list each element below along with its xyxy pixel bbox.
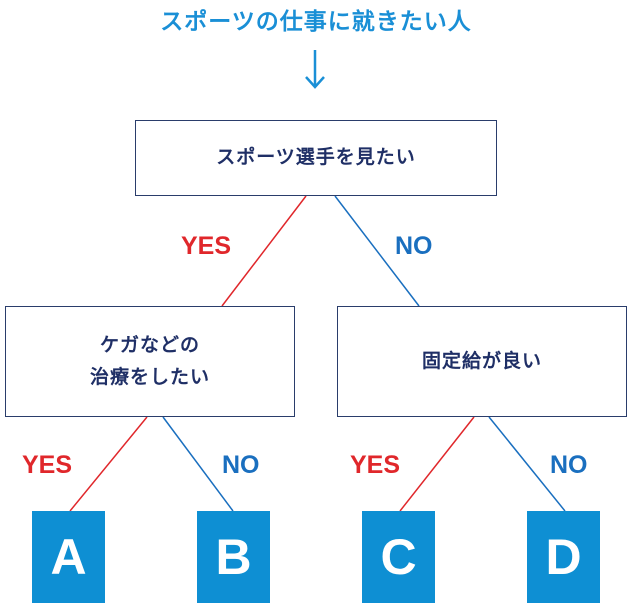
branch-label-yes-left: YES [22, 451, 73, 479]
connector-root-no [334, 195, 420, 307]
branch-label-no-right: NO [550, 451, 588, 479]
branch-label-yes-right: YES [350, 451, 401, 479]
branch-label-no-left: NO [222, 451, 260, 479]
connector-left-yes [69, 416, 148, 512]
connector-right-no [488, 416, 566, 512]
diagram-title: スポーツの仕事に就きたい人 [160, 9, 472, 35]
connector-right-yes [399, 416, 475, 512]
question-right-box: 固定給が良い [337, 306, 627, 417]
answer-d-box: D [527, 511, 600, 603]
branch-label-no-root: NO [395, 232, 433, 260]
connector-left-no [162, 416, 234, 512]
question-right-text: 固定給が良い [421, 349, 542, 372]
question-left-box: ケガなどの 治療をしたい [5, 306, 295, 417]
question-root-text: スポーツ選手を見たい [216, 146, 416, 169]
down-arrow-icon [305, 50, 325, 89]
branch-label-yes-root: YES [181, 232, 232, 260]
question-left-line1: ケガなどの [99, 334, 200, 357]
question-left-line2: 治療をしたい [89, 365, 210, 388]
question-root-box: スポーツ選手を見たい [135, 120, 497, 196]
answer-a-box: A [32, 511, 105, 603]
answer-c-box: C [362, 511, 435, 603]
connector-root-yes [221, 195, 307, 307]
answer-b-box: B [197, 511, 270, 603]
